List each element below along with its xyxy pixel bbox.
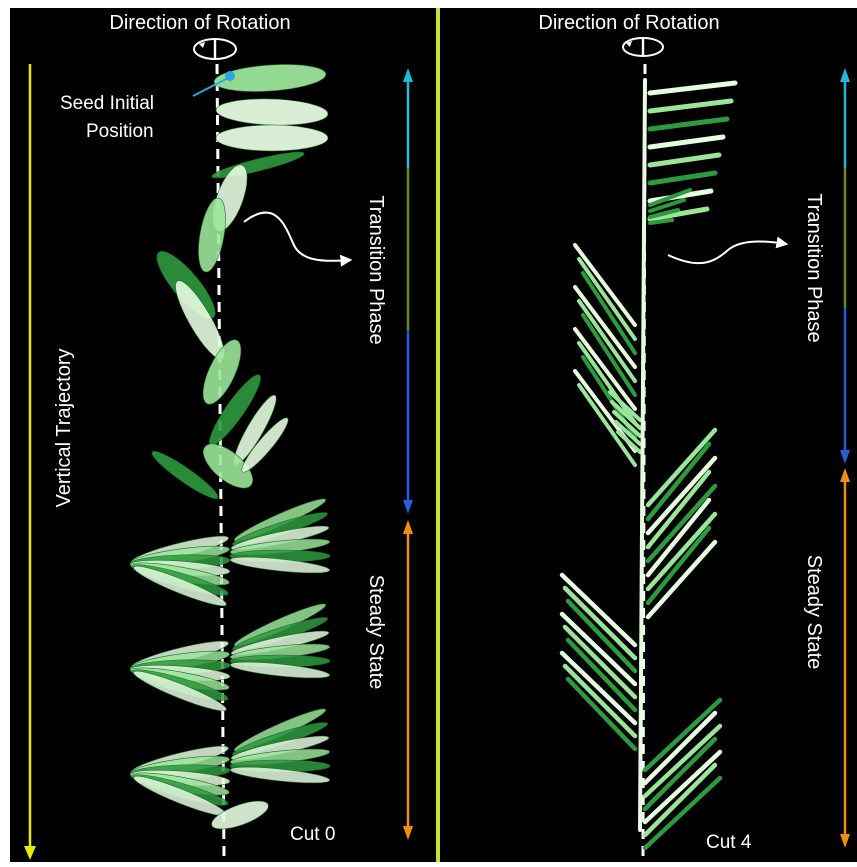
cut-0-label: Cut 0	[290, 824, 335, 845]
left-steady-state-label: Steady State	[365, 575, 387, 690]
seed-initial-label-line1: Seed Initial	[60, 93, 154, 114]
seed-initial-label-line2: Position	[86, 121, 154, 142]
panel-divider	[436, 8, 440, 862]
right-panel	[446, 8, 857, 862]
vertical-trajectory-label: Vertical Trajectory	[53, 349, 75, 508]
right-transition-phase-label: Transition Phase	[803, 193, 825, 342]
cut-4-label: Cut 4	[706, 832, 752, 853]
seed-initial-dot	[225, 71, 235, 81]
direction-of-rotation-label-right: Direction of Rotation	[538, 12, 719, 34]
direction-of-rotation-label: Direction of Rotation	[109, 12, 290, 34]
left-transition-phase-label: Transition Phase	[365, 195, 387, 344]
seed-wing	[216, 125, 328, 151]
right-steady-state-label: Steady State	[803, 555, 825, 670]
